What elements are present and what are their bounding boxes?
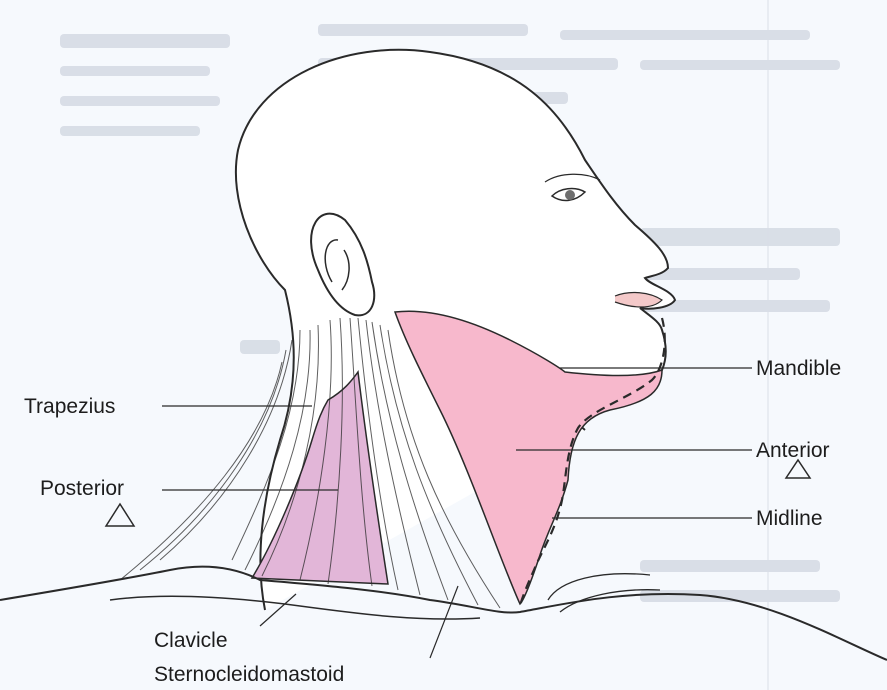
label-trapezius: Trapezius: [24, 396, 115, 417]
label-sternocleidomastoid: Sternocleidomastoid: [154, 664, 344, 685]
label-midline: Midline: [756, 508, 823, 529]
label-mandible: Mandible: [756, 358, 841, 379]
label-clavicle: Clavicle: [154, 630, 228, 651]
label-posterior: Posterior: [40, 478, 124, 499]
label-anterior: Anterior: [756, 440, 830, 461]
pupil: [565, 190, 575, 200]
